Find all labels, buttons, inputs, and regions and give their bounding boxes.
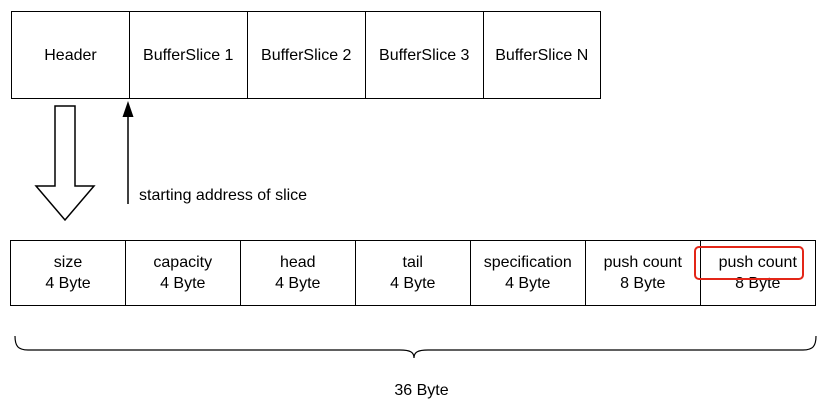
buffer-slice-2-label: BufferSlice 2 (261, 46, 352, 64)
total-size-label: 36 Byte (394, 382, 449, 399)
field-head-cell: head 4 Byte (239, 240, 356, 306)
slice-pointer-label: starting address of slice (139, 187, 308, 204)
buffer-layout-row: Header BufferSlice 1 BufferSlice 2 Buffe… (11, 11, 601, 99)
header-cell: Header (11, 11, 130, 99)
field-capacity-cell: capacity 4 Byte (124, 240, 241, 306)
expand-down-arrow-icon (34, 105, 96, 222)
field-name: push count (718, 254, 797, 271)
field-tail-cell: tail 4 Byte (354, 240, 471, 306)
total-size-brace (14, 335, 817, 359)
total-size-label-row: 36 Byte (0, 382, 827, 400)
field-size: 4 Byte (505, 275, 551, 292)
field-name: head (279, 254, 316, 271)
buffer-slice-2-cell: BufferSlice 2 (246, 11, 366, 99)
field-size: 4 Byte (390, 275, 436, 292)
buffer-slice-3-label: BufferSlice 3 (379, 46, 470, 64)
field-size: 4 Byte (45, 275, 91, 292)
buffer-slice-1-label: BufferSlice 1 (143, 46, 234, 64)
field-size: 8 Byte (620, 275, 666, 292)
header-cell-label: Header (44, 46, 97, 64)
field-size: 4 Byte (160, 275, 206, 292)
field-name: capacity (153, 254, 213, 271)
field-name: size (53, 254, 83, 271)
highlight-box (694, 246, 804, 280)
field-name: tail (402, 254, 423, 271)
buffer-slice-3-cell: BufferSlice 3 (364, 11, 484, 99)
field-size: 4 Byte (275, 275, 321, 292)
buffer-slice-n-label: BufferSlice N (495, 46, 589, 64)
field-push-count-cell: push count 8 Byte (584, 240, 701, 306)
arrow-up-icon (122, 101, 134, 117)
buffer-slice-1-cell: BufferSlice 1 (128, 11, 248, 99)
field-name: specification (483, 254, 572, 271)
field-size-cell: size 4 Byte (10, 240, 126, 306)
field-specification-cell: specification 4 Byte (469, 240, 586, 306)
field-name: push count (603, 254, 682, 271)
buffer-slice-n-cell: BufferSlice N (482, 11, 601, 99)
